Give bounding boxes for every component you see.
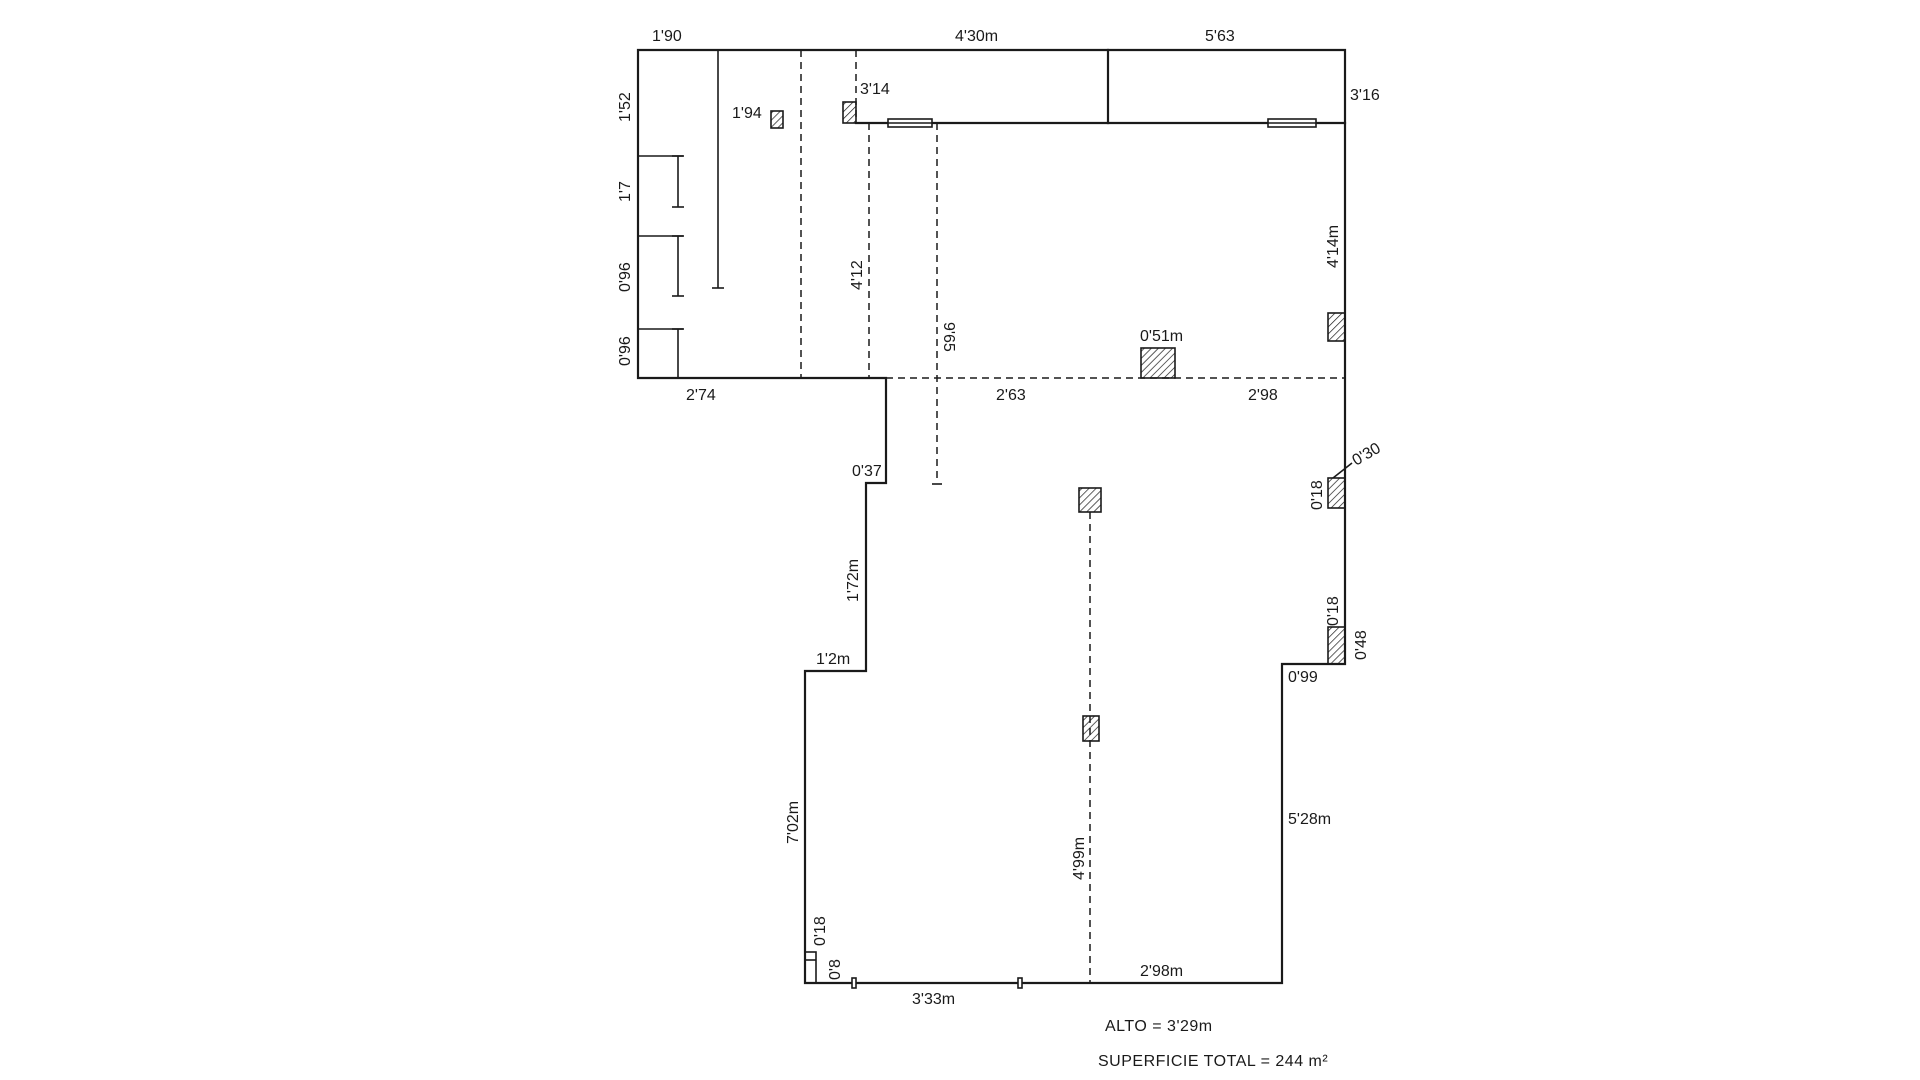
dim-right-top: 3'16 (1350, 87, 1380, 104)
wall-marker (851, 977, 857, 989)
dim-top-middle: 4'30m (955, 28, 998, 45)
dim-step-1-72: 1'72m (845, 559, 862, 602)
column (1140, 347, 1176, 379)
dim-right-0-48: 0'48 (1353, 630, 1370, 660)
column (842, 101, 857, 124)
dim-center-4-99: 4'99m (1071, 837, 1088, 880)
dim-col-top-small: 1'94 (732, 105, 762, 122)
column (1327, 477, 1346, 509)
dim-left-7-02: 7'02m (785, 801, 802, 844)
dim-v-9-65: 9'65 (940, 322, 957, 352)
dim-right-0-18-a: 0'18 (1309, 480, 1326, 510)
dim-bottom-0-18: 0'18 (812, 916, 829, 946)
dim-v-4-12: 4'12 (849, 260, 866, 290)
door-jamb (804, 951, 817, 984)
dim-mid-2-98: 2'98 (1248, 387, 1278, 404)
column (1082, 715, 1100, 742)
dim-right-5-28: 5'28m (1288, 811, 1331, 828)
height-note: ALTO = 3'29m (1105, 1018, 1213, 1035)
column (1327, 626, 1346, 665)
dim-bottom-left-upper: 2'74 (686, 387, 716, 404)
dim-step-0-37: 0'37 (852, 463, 882, 480)
column (1078, 487, 1102, 513)
dim-right-0-18-b: 0'18 (1325, 596, 1342, 626)
dim-step-1-2: 1'2m (816, 651, 850, 668)
dim-right-0-30: 0'30 (1350, 440, 1384, 470)
dim-left-3: 0'96 (617, 262, 634, 292)
surface-note: SUPERFICIE TOTAL = 244 m² (1098, 1053, 1328, 1070)
column (770, 110, 784, 129)
dim-mid-2-63: 2'63 (996, 387, 1026, 404)
shelf-group (638, 155, 684, 378)
dim-top-right: 5'63 (1205, 28, 1235, 45)
dim-col-top-small-2: 3'14 (860, 81, 890, 98)
dim-left-1: 1'52 (617, 92, 634, 122)
dim-left-2: 1'7 (617, 181, 634, 202)
dim-bottom-3-33: 3'33m (912, 991, 955, 1008)
dim-right-0-99: 0'99 (1288, 669, 1318, 686)
dim-bottom-0-8: 0'8 (827, 959, 844, 980)
dim-bottom-2-98: 2'98m (1140, 963, 1183, 980)
column (1327, 312, 1346, 342)
dim-column-center: 0'51m (1140, 328, 1183, 345)
dim-left-4: 0'96 (617, 336, 634, 366)
dim-top-left: 1'90 (652, 28, 682, 45)
wall-marker (1017, 977, 1023, 989)
outer-wall (636, 48, 1347, 985)
dim-right-4-14: 4'14m (1325, 225, 1342, 268)
